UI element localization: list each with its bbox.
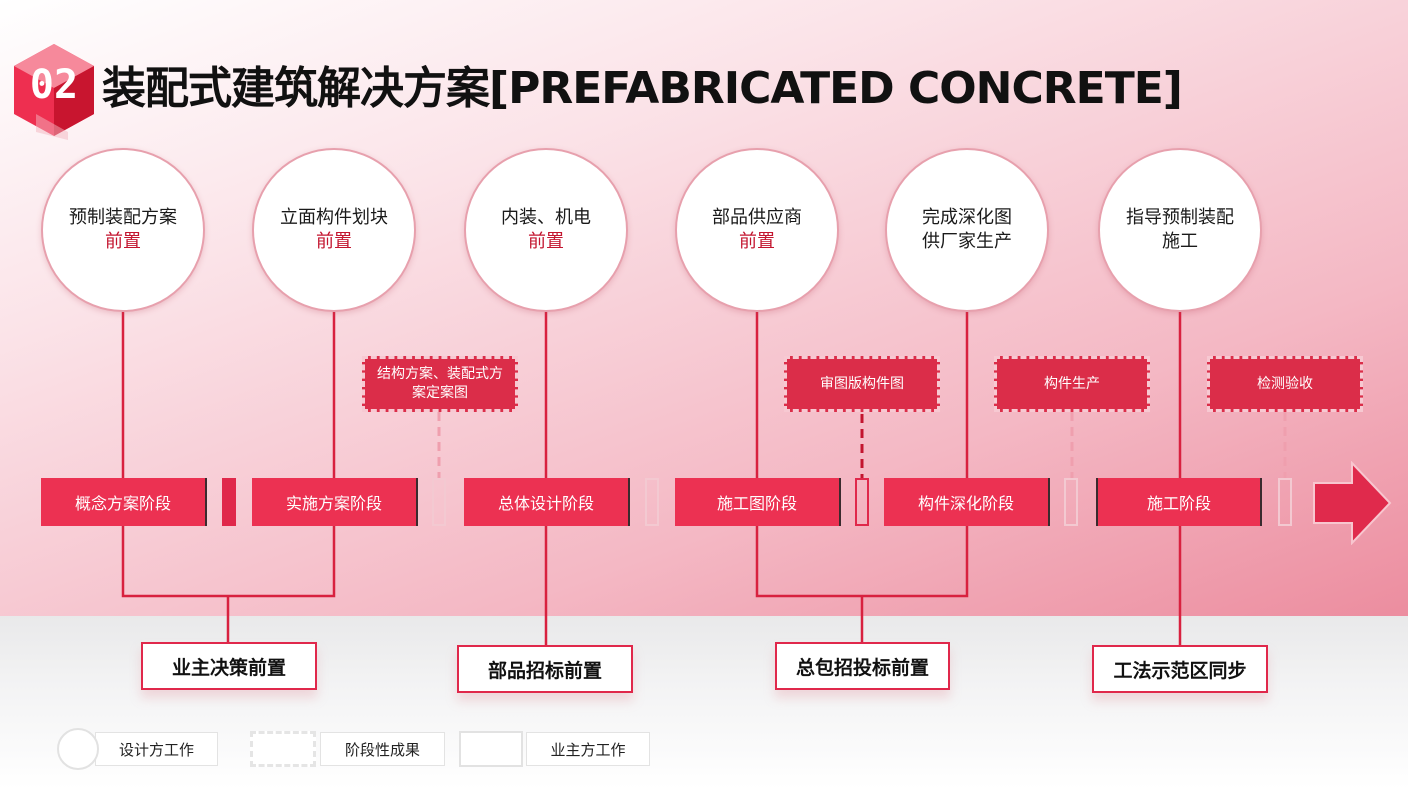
circle-text: 部品供应商 — [712, 207, 802, 228]
legend-designer-label: 设计方工作 — [95, 732, 218, 766]
badge-number: 02 — [29, 62, 79, 108]
stage-separator — [645, 478, 659, 526]
circle-highlight: 前置 — [739, 231, 775, 252]
stage-separator — [1278, 478, 1292, 526]
circle-highlight: 前置 — [105, 231, 141, 252]
result-box-1: 结构方案、装配式方案定案图 — [362, 356, 518, 412]
circle-text: 预制装配方案 — [69, 207, 177, 228]
milestone-box-2: 部品招标前置 — [457, 645, 633, 693]
circle-node-4: 部品供应商前置 — [675, 148, 839, 312]
legend-owner-label: 业主方工作 — [526, 732, 650, 766]
stage-separator — [432, 478, 446, 526]
circle-text: 内装、机电 — [501, 207, 591, 228]
circle-text: 指导预制装配施工 — [1126, 207, 1234, 252]
milestone-box-3: 总包招投标前置 — [775, 642, 950, 690]
stage-separator — [855, 478, 869, 526]
milestone-box-4: 工法示范区同步 — [1092, 645, 1268, 693]
circle-text: 完成深化图供厂家生产 — [922, 207, 1012, 252]
milestone-box-1: 业主决策前置 — [141, 642, 317, 690]
stage-bar-1: 概念方案阶段 — [41, 478, 207, 526]
circle-node-3: 内装、机电前置 — [464, 148, 628, 312]
circle-node-1: 预制装配方案前置 — [41, 148, 205, 312]
stage-separator — [222, 478, 236, 526]
stage-bar-3: 总体设计阶段 — [464, 478, 630, 526]
stage-bar-5: 构件深化阶段 — [884, 478, 1050, 526]
result-box-4: 检测验收 — [1207, 356, 1363, 412]
circle-highlight: 前置 — [316, 231, 352, 252]
circle-text: 立面构件划块 — [280, 207, 388, 228]
circle-highlight: 前置 — [528, 231, 564, 252]
stage-bar-4: 施工图阶段 — [675, 478, 841, 526]
page-title: 装配式建筑解决方案[PREFABRICATED CONCRETE] — [102, 63, 1183, 114]
legend-stage-result-label: 阶段性成果 — [320, 732, 445, 766]
stage-separator — [1064, 478, 1078, 526]
circle-node-5: 完成深化图供厂家生产 — [885, 148, 1049, 312]
right-arrow-icon — [1313, 461, 1392, 545]
result-box-2: 审图版构件图 — [784, 356, 940, 412]
circle-node-2: 立面构件划块前置 — [252, 148, 416, 312]
stage-bar-6: 施工阶段 — [1096, 478, 1262, 526]
legend-circle-icon — [57, 728, 99, 770]
legend-solid-box-icon — [459, 731, 523, 767]
stage-bar-2: 实施方案阶段 — [252, 478, 418, 526]
circle-node-6: 指导预制装配施工 — [1098, 148, 1262, 312]
legend-dashed-box-icon — [250, 731, 316, 767]
number-badge-icon — [14, 44, 94, 140]
result-box-3: 构件生产 — [994, 356, 1150, 412]
